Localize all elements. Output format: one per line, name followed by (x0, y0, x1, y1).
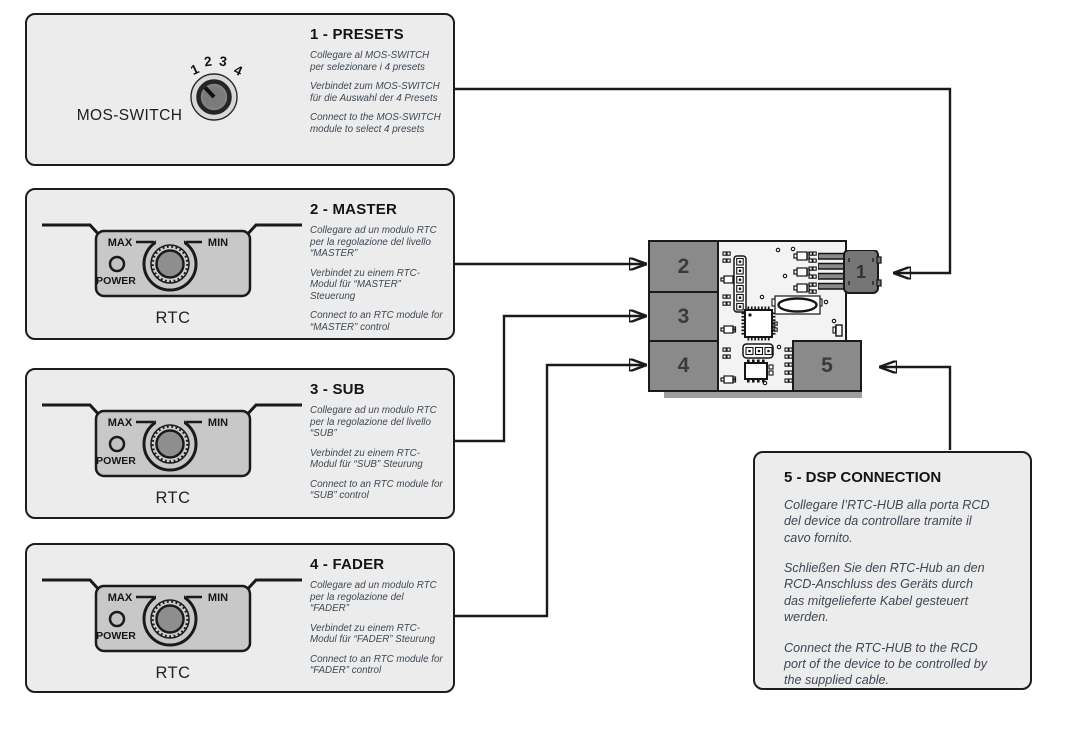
device-label: MOS-SWITCH (76, 107, 183, 124)
port-5-number: 5 (821, 354, 833, 377)
jumper-header-icon (742, 343, 774, 359)
description-english: Connect to the MOS-SWITCH module to sele… (310, 112, 441, 135)
panel-dsp-connection: 5 - DSP CONNECTION Collegare l’RTC-HUB a… (753, 451, 1032, 690)
rtc-device-icon: MAX MIN POWER (42, 223, 302, 298)
capacitor-icon (832, 324, 843, 337)
device-label: RTC (155, 664, 191, 682)
rtc-device-icon: MAX MIN POWER (42, 578, 302, 653)
panel-sub: MAX MIN POWER RTC 3 - SUB Collegare ad u… (25, 368, 455, 519)
arrow-sub-to-port3 (455, 316, 646, 443)
panel-title: 4 - FADER (310, 556, 385, 573)
device-label: RTC (155, 309, 191, 327)
panel-title: 5 - DSP CONNECTION (784, 469, 942, 486)
port-1: 1 (846, 256, 876, 288)
description-italian: Collegare ad un modulo RTC per la regola… (310, 580, 437, 615)
description-english: Connect to an RTC module for “FADER” con… (310, 653, 443, 677)
description-english: Connect to an RTC module for “MASTER” co… (310, 310, 443, 333)
port-2: 2 (648, 240, 719, 293)
power-label: POWER (96, 630, 136, 642)
port-1-number: 1 (855, 261, 866, 282)
description-german: Verbindet zu einem RTC- Modul für “FADER… (310, 622, 436, 646)
panel-fader: MAX MIN POWER RTC 4 - FADER Collegare ad… (25, 543, 455, 693)
power-label: POWER (96, 275, 136, 287)
max-label: MAX (108, 592, 133, 604)
description-italian: Collegare ad un modulo RTC per la regola… (310, 405, 437, 440)
description-english: Connect the RTC-HUB to the RCD port of t… (784, 640, 988, 688)
description-english: Connect to an RTC module for “SUB” contr… (310, 478, 443, 502)
panel-title: 1 - PRESETS (310, 26, 404, 43)
pin-header-icon (733, 255, 747, 313)
power-led (108, 610, 126, 628)
crystal-icon (771, 295, 823, 315)
panel-master: MAX MIN POWER RTC 2 - MASTER Collegare a… (25, 188, 455, 340)
port-2-number: 2 (677, 254, 690, 278)
max-label: MAX (108, 237, 133, 249)
knob-position-1: 1 (188, 61, 202, 78)
knob-position-2: 2 (203, 54, 213, 70)
description-italian: Collegare ad un modulo RTC per la regola… (310, 225, 437, 260)
arrow-dsp-to-port5 (880, 367, 952, 450)
description-german: Verbindet zum MOS-SWITCH für die Auswahl… (310, 81, 440, 104)
min-label: MIN (208, 237, 228, 249)
description-german: Verbindet zu einem RTC- Modul für “SUB” … (310, 447, 423, 471)
port-3: 3 (648, 291, 719, 342)
power-led (108, 435, 126, 453)
port-5: 5 (792, 340, 862, 392)
port-4-number: 4 (677, 354, 690, 377)
pcb-components-icon (720, 246, 843, 386)
description-italian: Collegare l’RTC-HUB alla porta RCD del d… (784, 498, 990, 545)
panel-presets: 1 2 3 4 MOS-SWITCH 1 - PRESETS Collegare… (25, 13, 455, 166)
mcu-chip-icon (741, 306, 776, 341)
power-led (108, 255, 126, 273)
power-label: POWER (96, 455, 136, 467)
description-german: Schließen Sie den RTC-Hub an den RCD-Ans… (784, 561, 985, 625)
min-label: MIN (208, 417, 228, 429)
port-3-number: 3 (677, 304, 690, 328)
min-label: MIN (208, 592, 228, 604)
port-4: 4 (648, 340, 719, 392)
panel-title: 3 - SUB (310, 381, 365, 398)
max-label: MAX (108, 417, 133, 429)
knob-position-3: 3 (218, 54, 228, 70)
pcb-shadow (664, 391, 862, 398)
description-italian: Collegare al MOS-SWITCH per selezionare … (310, 50, 430, 73)
device-label: RTC (155, 489, 191, 507)
arrow-fader-to-port4 (455, 365, 646, 618)
rtc-device-icon: MAX MIN POWER (42, 403, 302, 478)
mos-switch-knob-icon: 1 2 3 4 (188, 54, 246, 121)
description-german: Verbindet zu einem RTC- Modul für “MASTE… (310, 267, 420, 302)
panel-title: 2 - MASTER (310, 201, 398, 218)
eeprom-chip-icon (744, 359, 768, 383)
knob-position-4: 4 (232, 62, 246, 79)
